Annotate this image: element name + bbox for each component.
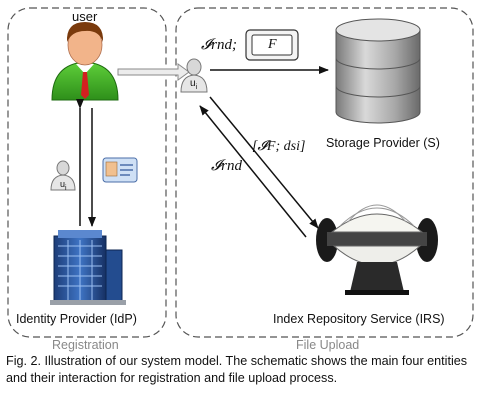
client-label-upload: ui bbox=[190, 78, 198, 91]
building-icon bbox=[50, 230, 126, 305]
user-avatar-icon bbox=[51, 22, 119, 101]
file-upload-panel-label: File Upload bbox=[296, 338, 360, 352]
id-card-icon bbox=[102, 157, 138, 183]
figure-caption: Fig. 2. Illustration of our system model… bbox=[6, 354, 468, 385]
irs-to-client-arrow bbox=[199, 105, 307, 238]
client-icon-registration bbox=[50, 160, 76, 191]
irs-label: Index Repository Service (IRS) bbox=[273, 312, 445, 326]
storage-database-icon bbox=[335, 18, 421, 124]
from-irs-edge-label: 𝓘rnd bbox=[211, 158, 242, 174]
registration-panel bbox=[7, 7, 167, 338]
client-to-irs-arrow bbox=[209, 96, 319, 229]
storage-label: Storage Provider (S) bbox=[326, 136, 440, 150]
user-to-client-arrow bbox=[117, 63, 190, 81]
to-storage-edge-label: 𝓘rnd; bbox=[201, 37, 237, 53]
file-box-icon bbox=[245, 29, 299, 61]
rolodex-icon bbox=[316, 204, 438, 295]
registration-panel-label: Registration bbox=[52, 338, 119, 352]
idp-label: Identity Provider (IdP) bbox=[16, 312, 137, 326]
to-irs-edge-label: [𝓘F; dsi] bbox=[252, 139, 306, 154]
client-label-registration: ui bbox=[60, 179, 67, 192]
client-icon-upload bbox=[180, 58, 208, 93]
file-box-label: F bbox=[268, 37, 277, 52]
file-upload-panel bbox=[175, 7, 474, 338]
user-label: user bbox=[72, 9, 98, 24]
